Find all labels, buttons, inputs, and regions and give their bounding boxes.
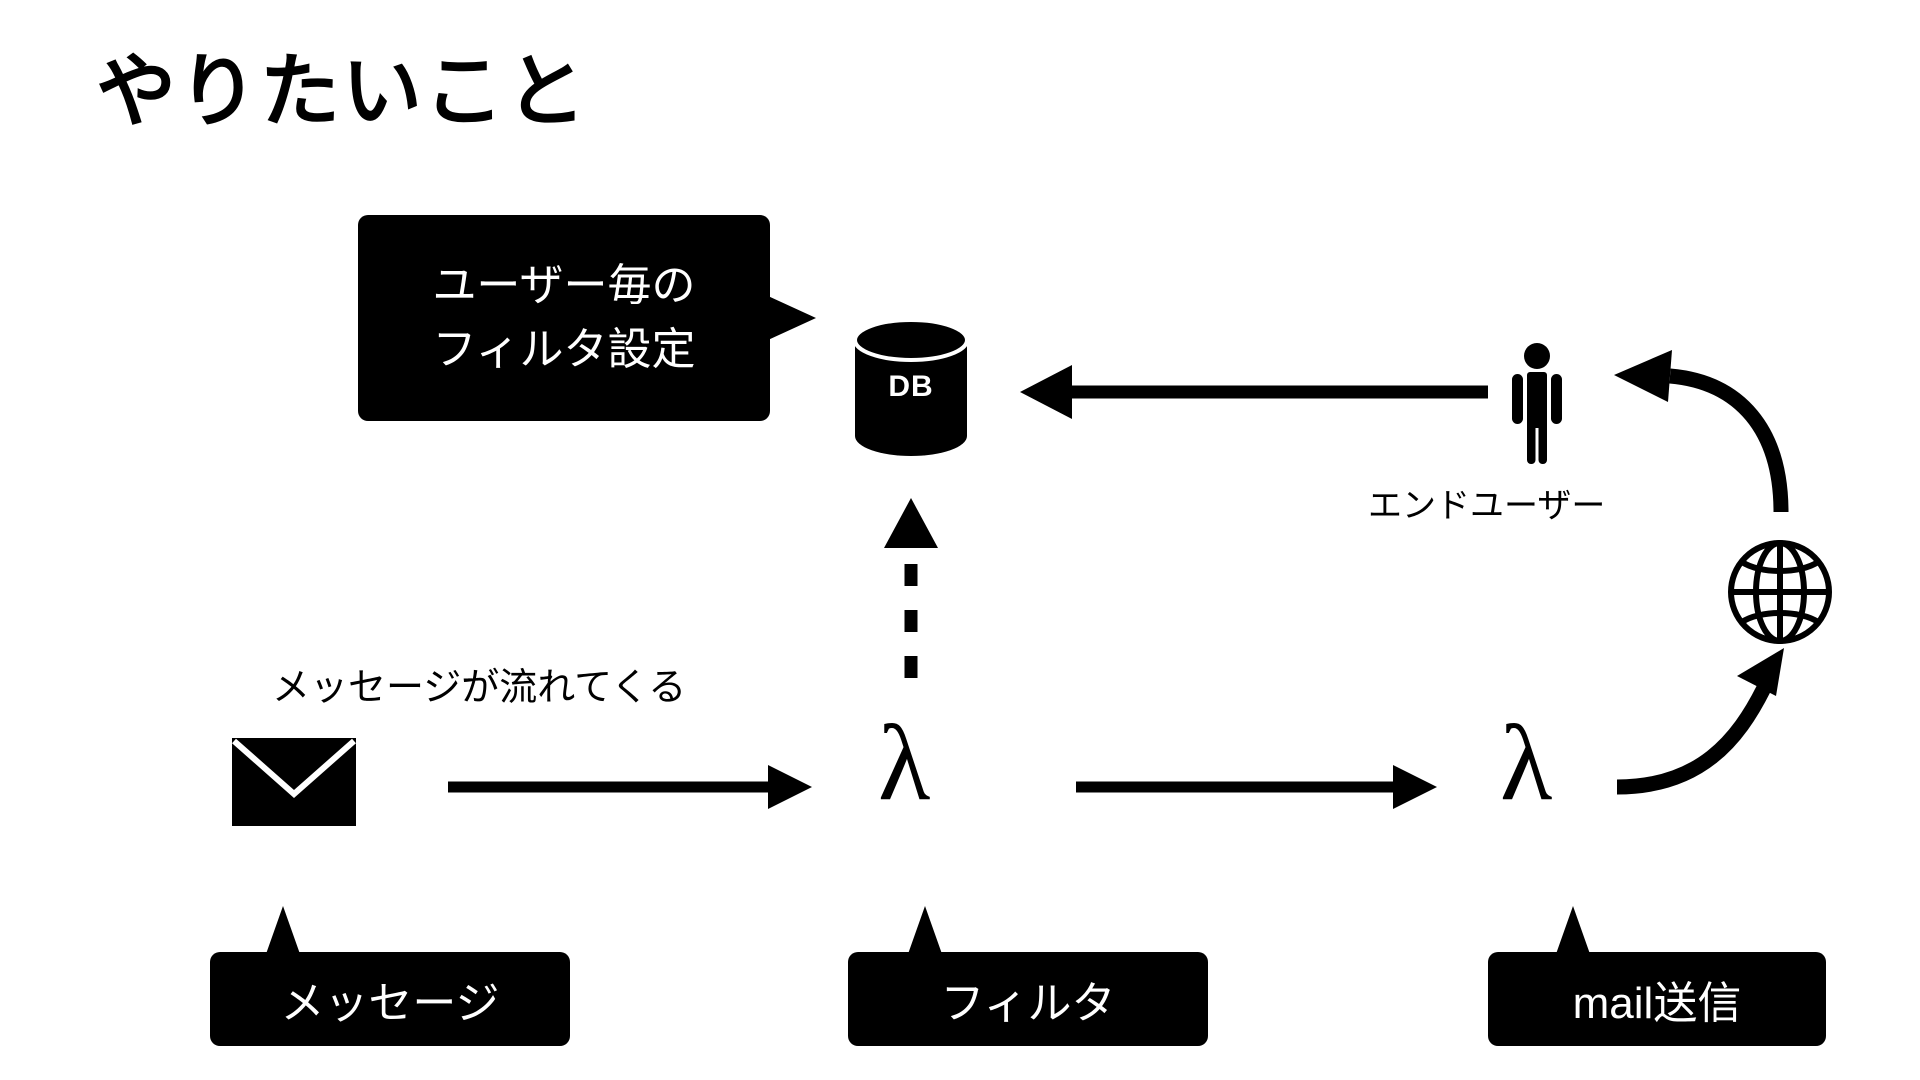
db-filter-settings-callout: ユーザー毎の フィルタ設定 — [358, 215, 816, 421]
arrow-enduser-to-db — [1020, 365, 1488, 419]
filter-callout-label: フィルタ — [940, 979, 1116, 1028]
callout-tail-right-icon — [768, 296, 816, 340]
callout-tail-up-icon — [908, 906, 942, 954]
mail-callout-label: mail送信 — [1572, 979, 1742, 1028]
globe-icon — [1726, 538, 1834, 651]
message-callout: メッセージ — [210, 906, 570, 1046]
lambda-filter-icon: λ — [878, 704, 931, 823]
database-cylinder-icon: DB — [852, 318, 970, 458]
arrow-globe-to-enduser — [1614, 350, 1789, 513]
envelope-icon — [232, 738, 356, 831]
end-user-label: エンドユーザー — [1368, 487, 1606, 525]
database-caption: DB — [888, 370, 934, 403]
arrow-filter-to-mail — [1076, 765, 1437, 809]
callout-tail-up-icon — [266, 906, 300, 954]
callout-tail-up-icon — [1556, 906, 1590, 954]
person-icon — [1508, 342, 1566, 469]
arrow-envelope-to-filter — [448, 765, 812, 809]
filter-callout: フィルタ — [848, 906, 1208, 1046]
message-callout-label: メッセージ — [280, 979, 500, 1028]
mail-callout: mail送信 — [1488, 906, 1826, 1046]
db-callout-line-1: ユーザー毎の — [432, 261, 696, 311]
lambda-mail-icon: λ — [1500, 704, 1553, 823]
arrow-filter-to-db — [884, 498, 938, 678]
arrow-mail-to-globe — [1616, 648, 1784, 795]
page-title: やりたいこと — [96, 47, 588, 136]
db-callout-line-2: フィルタ設定 — [432, 325, 696, 374]
message-flow-label: メッセージが流れてくる — [272, 667, 687, 709]
